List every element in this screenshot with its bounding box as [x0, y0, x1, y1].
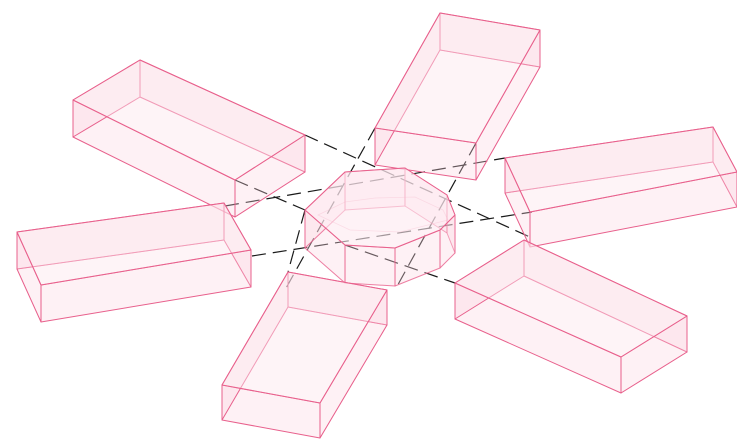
box-upper-left [73, 60, 305, 217]
box-bottom [222, 272, 387, 438]
box-top [375, 13, 540, 180]
box-lower-right [455, 240, 687, 393]
dashed-connector-line [288, 210, 305, 272]
central-hub [305, 168, 455, 286]
hub-side-face [345, 245, 395, 286]
box-right [505, 127, 737, 247]
box-left [17, 203, 251, 322]
